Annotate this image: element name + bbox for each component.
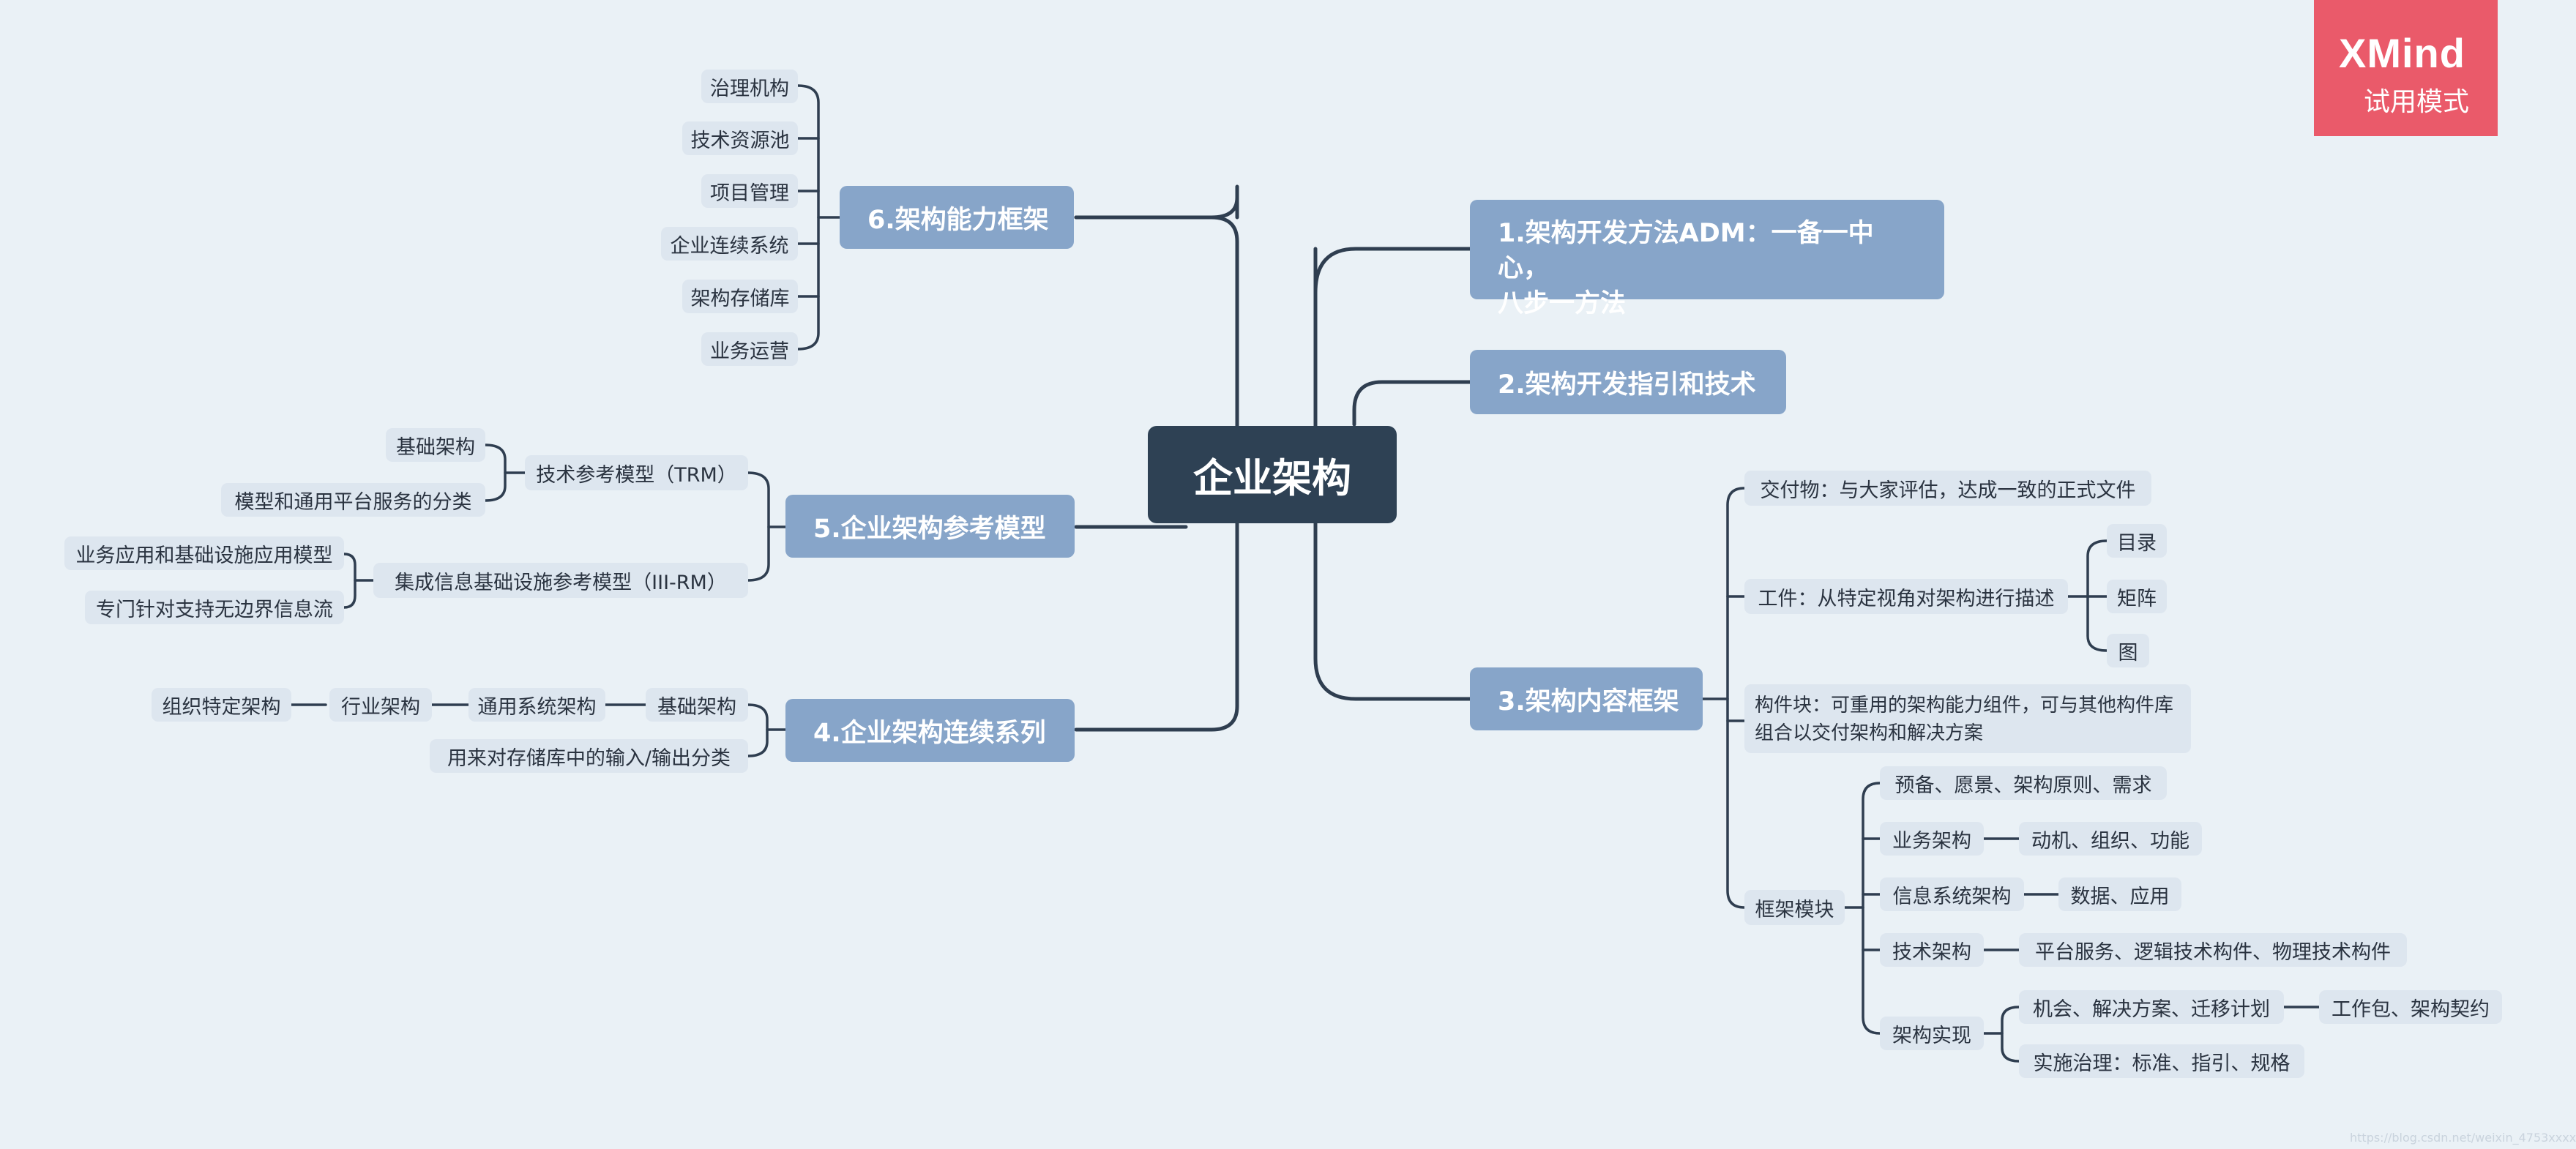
- topic-arch-realization[interactable]: 架构实现: [1880, 1017, 1984, 1050]
- branch-guidelines[interactable]: 2.架构开发指引和技术: [1470, 350, 1786, 414]
- branch-content-framework[interactable]: 3.架构内容框架: [1470, 667, 1703, 730]
- topic-repository[interactable]: 架构存储库: [682, 280, 798, 313]
- topic-diagram[interactable]: 图: [2107, 634, 2149, 667]
- topic-business-detail[interactable]: 动机、组织、功能: [2019, 822, 2202, 856]
- topic-impl-governance[interactable]: 实施治理：标准、指引、规格: [2019, 1044, 2304, 1078]
- topic-catalog[interactable]: 目录: [2107, 524, 2167, 558]
- topic-work-packages[interactable]: 工作包、架构契约: [2319, 990, 2502, 1024]
- branch-adm-line2: 八步一方法: [1498, 289, 1627, 318]
- branch-adm-line1: 1.架构开发方法ADM：一备一中心，: [1498, 219, 1874, 283]
- branch-adm[interactable]: 1.架构开发方法ADM：一备一中心， 八步一方法: [1470, 200, 1944, 318]
- topic-framework-modules[interactable]: 框架模块: [1744, 890, 1845, 925]
- topic-org-specific[interactable]: 组织特定架构: [152, 688, 291, 722]
- topic-tech-arch[interactable]: 技术架构: [1880, 933, 1984, 967]
- branch-reference-models[interactable]: 5.企业架构参考模型: [785, 495, 1075, 558]
- topic-trm[interactable]: 技术参考模型（TRM）: [525, 455, 748, 490]
- topic-io-classification[interactable]: 用来对存储库中的输入/输出分类: [430, 739, 748, 773]
- topic-governance[interactable]: 治理机构: [701, 70, 798, 103]
- topic-iii-boundaryless[interactable]: 专门针对支持无边界信息流: [85, 591, 344, 624]
- topic-opportunities[interactable]: 机会、解决方案、迁移计划: [2019, 990, 2284, 1024]
- root-topic[interactable]: 企业架构: [1148, 426, 1397, 523]
- watermark: https://blog.csdn.net/weixin_4753xxxx: [2350, 1131, 2576, 1145]
- topic-industry-arch[interactable]: 行业架构: [329, 688, 432, 722]
- xmind-trial-badge[interactable]: XMind 试用模式: [2314, 0, 2498, 136]
- xmind-logo: XMind: [2339, 30, 2465, 76]
- trial-mode-label: 试用模式: [2364, 87, 2470, 117]
- topic-foundation-arch[interactable]: 基础架构: [646, 688, 748, 722]
- topic-iii-rm[interactable]: 集成信息基础设施参考模型（III-RM）: [373, 563, 748, 598]
- topic-skills-pool[interactable]: 技术资源池: [682, 121, 798, 155]
- topic-trm-foundation[interactable]: 基础架构: [386, 428, 485, 462]
- topic-building-block[interactable]: 构件块：可重用的架构能力组件，可与其他构件库组合以交付架构和解决方案: [1744, 684, 2191, 753]
- topic-common-systems[interactable]: 通用系统架构: [468, 688, 605, 722]
- topic-enterprise-continuum[interactable]: 企业连续系统: [661, 227, 798, 261]
- topic-infosys-detail[interactable]: 数据、应用: [2058, 877, 2181, 911]
- branch-capability-framework[interactable]: 6.架构能力框架: [840, 186, 1074, 249]
- topic-trm-platform-taxonomy[interactable]: 模型和通用平台服务的分类: [221, 483, 485, 517]
- topic-business-arch[interactable]: 业务架构: [1880, 822, 1984, 856]
- topic-artifact[interactable]: 工件：从特定视角对架构进行描述: [1744, 579, 2068, 614]
- topic-deliverable[interactable]: 交付物：与大家评估，达成一致的正式文件: [1744, 471, 2151, 506]
- branch-continuum[interactable]: 4.企业架构连续系列: [785, 699, 1075, 762]
- topic-tech-detail[interactable]: 平台服务、逻辑技术构件、物理技术构件: [2019, 933, 2407, 967]
- topic-prelim[interactable]: 预备、愿景、架构原则、需求: [1880, 766, 2167, 800]
- topic-infosys-arch[interactable]: 信息系统架构: [1880, 877, 2024, 911]
- topic-matrix[interactable]: 矩阵: [2107, 580, 2167, 613]
- topic-business-ops[interactable]: 业务运营: [701, 332, 798, 366]
- topic-project-management[interactable]: 项目管理: [701, 174, 798, 208]
- topic-iii-app-model[interactable]: 业务应用和基础设施应用模型: [64, 536, 344, 570]
